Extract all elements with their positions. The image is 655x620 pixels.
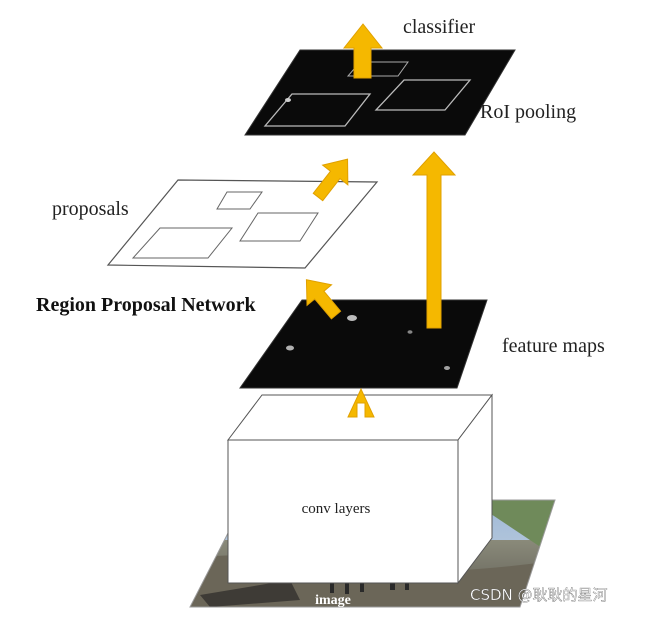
csdn-watermark: CSDN @耿耿的星河 — [470, 586, 608, 604]
feature-maps-label: feature maps — [502, 335, 605, 357]
classifier-label: classifier — [403, 16, 476, 38]
conv-layers-label: conv layers — [302, 501, 371, 517]
arrow-features-to-proposals-icon — [305, 279, 342, 320]
arrow-features-to-roi-icon — [411, 151, 457, 329]
arrow-roi-to-classifier-icon — [342, 23, 384, 79]
roi-pooling-label: RoI pooling — [480, 101, 576, 123]
proposals-label: proposals — [52, 198, 129, 220]
rpn-label: Region Proposal Network — [36, 294, 256, 316]
conv-layers-box: conv layers — [226, 393, 494, 585]
feature-maps-plane: feature maps — [239, 299, 605, 389]
roi-pooling-plane: RoI pooling — [244, 49, 576, 136]
arrow-proposals-to-roi-icon — [312, 158, 349, 202]
arrow-conv-to-features-icon — [347, 387, 375, 418]
image-label: image — [315, 593, 351, 608]
proposals-plane: proposals — [52, 179, 379, 269]
